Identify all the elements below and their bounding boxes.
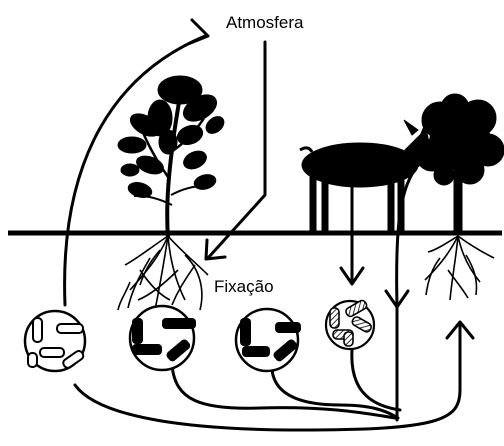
shrub-silhouette-icon bbox=[416, 94, 504, 234]
bacteria-cell-icon bbox=[25, 311, 85, 371]
root-system-icon bbox=[118, 236, 208, 310]
tree-silhouette-icon bbox=[118, 76, 227, 238]
flow-from-atmosphere bbox=[208, 42, 265, 258]
bacteria-cell-icon bbox=[236, 309, 301, 371]
bacteria-cell-icon bbox=[326, 299, 374, 349]
bacteria-cell-icon bbox=[130, 306, 196, 370]
atmosphere-label: Atmosfera bbox=[226, 13, 304, 32]
arrowhead-to-atmosphere bbox=[188, 20, 208, 44]
root-system-icon bbox=[425, 236, 494, 300]
fixation-label: Fixação bbox=[214, 277, 274, 296]
